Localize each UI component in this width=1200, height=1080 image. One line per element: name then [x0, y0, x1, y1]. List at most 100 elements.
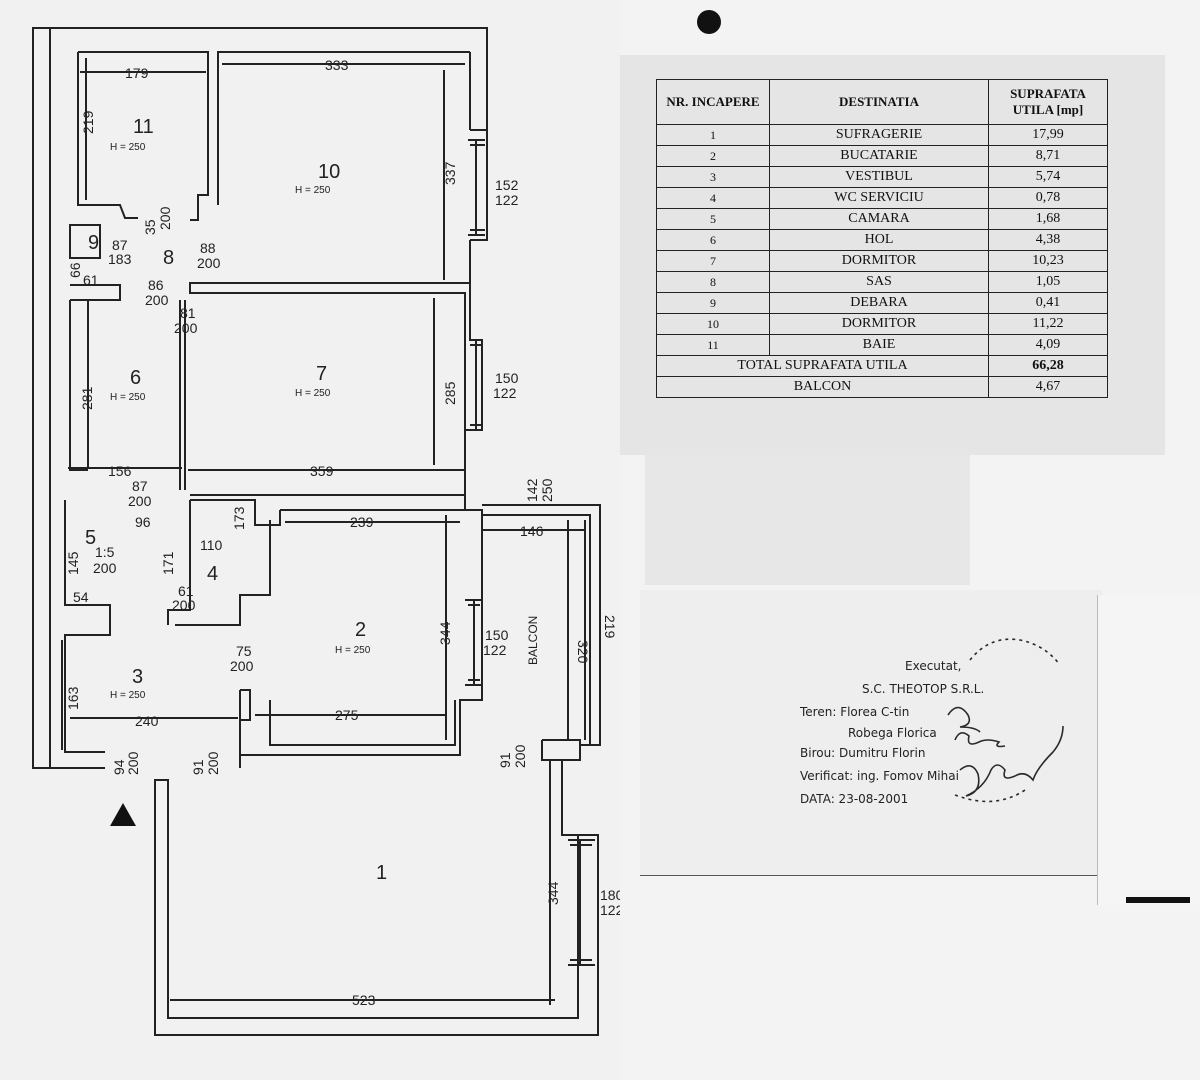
- svg-text:61: 61: [83, 272, 99, 288]
- room-height-3: H = 250: [110, 690, 146, 701]
- room-label-5: 5: [85, 527, 96, 549]
- row-destination: BUCATARIE: [769, 145, 989, 167]
- room-label-4: 4: [207, 563, 218, 585]
- gray-patch: [645, 455, 970, 585]
- room-label-11: 11: [133, 116, 154, 138]
- svg-text:200: 200: [205, 751, 221, 775]
- row-nr: 3: [656, 166, 770, 188]
- svg-text:146: 146: [520, 523, 544, 539]
- total-label: TOTAL SUPRAFATA UTILA: [656, 355, 989, 377]
- header-nr: NR. INCAPERE: [656, 79, 770, 125]
- svg-text:320: 320: [575, 640, 591, 664]
- row-area: 0,41: [988, 292, 1108, 314]
- svg-text:200: 200: [197, 255, 221, 271]
- row-destination: WC SERVICIU: [769, 187, 989, 209]
- balcony-row-label: BALCON: [656, 376, 989, 398]
- room-height-6: H = 250: [110, 392, 146, 403]
- stamp-company: S.C. THEOTOP S.R.L.: [862, 682, 985, 696]
- svg-text:219: 219: [602, 615, 618, 639]
- svg-text:200: 200: [230, 658, 254, 674]
- svg-text:122: 122: [483, 642, 507, 658]
- svg-text:240: 240: [135, 713, 159, 729]
- svg-text:200: 200: [157, 206, 173, 230]
- svg-text:171: 171: [160, 551, 176, 575]
- svg-text:200: 200: [128, 493, 152, 509]
- svg-text:122: 122: [600, 902, 624, 918]
- svg-text:110: 110: [200, 537, 223, 553]
- stamp-teren2: Robega Florica: [848, 726, 937, 740]
- row-destination: BAIE: [769, 334, 989, 356]
- stamp-birou: Birou: Dumitru Florin: [800, 746, 926, 760]
- row-destination: CAMARA: [769, 208, 989, 230]
- room-label-6: 6: [130, 367, 141, 389]
- svg-text:250: 250: [539, 478, 555, 502]
- svg-text:523: 523: [352, 992, 376, 1008]
- room-height-11: H = 250: [110, 142, 146, 153]
- svg-text:285: 285: [442, 381, 458, 405]
- row-area: 11,22: [988, 313, 1108, 335]
- row-area: 0,78: [988, 187, 1108, 209]
- balcony-row-value: 4,67: [988, 376, 1108, 398]
- svg-text:200: 200: [125, 751, 141, 775]
- row-destination: SAS: [769, 271, 989, 293]
- side-card: [1097, 595, 1200, 905]
- svg-text:239: 239: [350, 514, 374, 530]
- svg-text:359: 359: [310, 463, 334, 479]
- svg-text:91: 91: [497, 752, 513, 768]
- row-area: 4,09: [988, 334, 1108, 356]
- svg-text:87: 87: [132, 478, 148, 494]
- row-destination: SUFRAGERIE: [769, 124, 989, 146]
- svg-text:200: 200: [93, 560, 117, 576]
- stamp-executed: Executat,: [905, 659, 962, 673]
- stamp-date: DATA: 23-08-2001: [800, 792, 909, 806]
- row-nr: 5: [656, 208, 770, 230]
- svg-text:163: 163: [65, 686, 81, 710]
- row-nr: 2: [656, 145, 770, 167]
- svg-text:35: 35: [142, 219, 158, 235]
- svg-text:94: 94: [111, 759, 127, 775]
- svg-text:281: 281: [79, 386, 95, 410]
- svg-text:344: 344: [437, 621, 453, 645]
- room-height-10: H = 250: [295, 185, 331, 196]
- row-area: 10,23: [988, 250, 1108, 272]
- stamp-panel: [640, 590, 1102, 876]
- room-label-3: 3: [132, 666, 143, 688]
- svg-text:152: 152: [495, 177, 519, 193]
- svg-text:142: 142: [524, 478, 540, 502]
- svg-text:145: 145: [65, 551, 81, 575]
- row-area: 1,68: [988, 208, 1108, 230]
- svg-text:54: 54: [73, 589, 89, 605]
- svg-text:275: 275: [335, 707, 359, 723]
- total-value: 66,28: [988, 355, 1108, 377]
- row-area: 17,99: [988, 124, 1108, 146]
- room-area-table: NR. INCAPERE DESTINATIA SUPRAFATA UTILA …: [656, 79, 1108, 398]
- svg-text:173: 173: [231, 506, 247, 530]
- svg-text:75: 75: [236, 643, 252, 659]
- row-nr: 7: [656, 250, 770, 272]
- svg-text:1:5: 1:5: [95, 544, 115, 560]
- row-destination: VESTIBUL: [769, 166, 989, 188]
- row-destination: HOL: [769, 229, 989, 251]
- svg-text:87: 87: [112, 237, 128, 253]
- row-nr: 11: [656, 334, 770, 356]
- header-destination: DESTINATIA: [769, 79, 989, 125]
- svg-text:96: 96: [135, 514, 151, 530]
- room-label-7: 7: [316, 363, 327, 385]
- svg-text:200: 200: [145, 292, 169, 308]
- svg-text:180: 180: [600, 887, 624, 903]
- row-nr: 8: [656, 271, 770, 293]
- svg-text:179: 179: [125, 65, 149, 81]
- svg-text:156: 156: [108, 463, 132, 479]
- svg-text:86: 86: [148, 277, 164, 293]
- svg-text:81: 81: [180, 305, 196, 321]
- row-nr: 1: [656, 124, 770, 146]
